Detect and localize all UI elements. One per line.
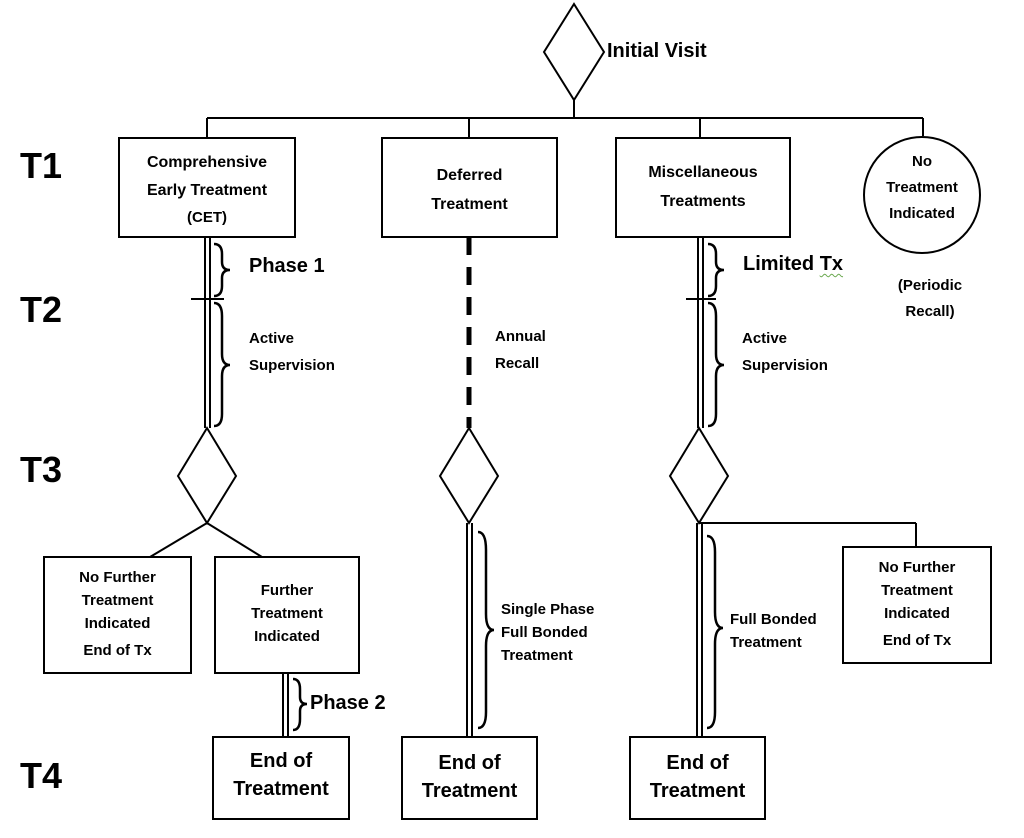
limited-tx-label: Limited Tx [743, 253, 844, 275]
no-further-treatment-label-right: No Further Treatment Indicated End of Tx [878, 559, 956, 649]
deferred-treatment-label: Deferred Treatment [431, 167, 508, 213]
no-treatment-circle [863, 136, 981, 254]
decision-diamond-right [668, 426, 730, 525]
cet-box [118, 137, 296, 238]
initial-visit-diamond [542, 2, 606, 102]
phase1-brace [213, 242, 231, 298]
full-bonded-label: Full Bonded Treatment [730, 611, 817, 651]
cet-label: Comprehensive Early Treatment (CET) [146, 154, 268, 226]
no-further-treatment-box-right [842, 546, 992, 664]
supervision-brace-left [213, 301, 231, 428]
tier-label-t3: T3 [20, 449, 63, 490]
tier-label-t1: T1 [20, 145, 63, 186]
limited-tx-brace [707, 242, 725, 298]
decision-diamond-left [176, 426, 238, 525]
single-phase-label: Single Phase Full Bonded Treatment [501, 601, 595, 664]
tier-label-t4: T4 [20, 755, 63, 796]
phase1-label: Phase 1 [249, 255, 325, 277]
deferred-treatment-box [381, 137, 558, 238]
end-of-treatment-label-middle: End of Treatment [421, 752, 518, 802]
misc-treatments-box [615, 137, 791, 238]
tier-label-t2: T2 [20, 289, 63, 330]
phase2-label: Phase 2 [310, 692, 386, 714]
end-of-treatment-label-right: End of Treatment [649, 752, 746, 802]
connector [149, 522, 208, 558]
misc-treatments-label: Miscellaneous Treatments [648, 164, 758, 210]
no-further-treatment-box-left [43, 556, 192, 674]
annual-recall-label: Annual Recall [495, 328, 546, 372]
no-further-treatment-label-left: No Further Treatment Indicated End of Tx [79, 569, 156, 659]
end-of-treatment-box-right [629, 736, 766, 820]
no-treatment-indicated-label: No Treatment Indicated [886, 153, 958, 222]
full-bonded-brace [706, 534, 724, 730]
supervision-brace-right [707, 301, 725, 428]
end-of-treatment-box-middle [401, 736, 538, 820]
further-treatment-label: Further Treatment Indicated [251, 582, 323, 645]
single-phase-brace [477, 530, 495, 730]
periodic-recall-label: (Periodic Recall) [897, 277, 963, 320]
active-supervision-label-right: Active Supervision [742, 330, 828, 374]
end-of-treatment-label-left: End of Treatment [233, 750, 329, 800]
further-treatment-box [214, 556, 360, 674]
decision-diamond-middle [438, 426, 500, 525]
connector [206, 522, 263, 558]
phase2-brace [292, 677, 308, 732]
initial-visit-label: Initial Visit [607, 40, 707, 62]
end-of-treatment-box-left [212, 736, 350, 820]
active-supervision-label-left: Active Supervision [249, 330, 335, 374]
